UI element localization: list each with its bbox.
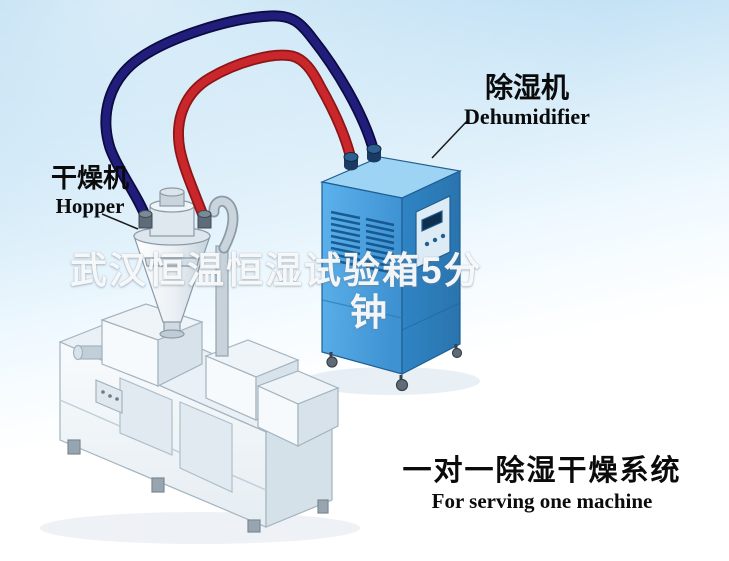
hopper-label-cn: 干燥机	[50, 163, 129, 193]
system-caption-cn: 一对一除湿干燥系统	[402, 455, 682, 487]
dehumidifier-fitting-red	[343, 152, 359, 171]
air-hoses	[100, 10, 380, 224]
caster-wheels	[326, 344, 463, 392]
watermark-line-1: 武汉恒温恒湿试验箱5分	[70, 250, 483, 291]
hopper-stem-flange	[159, 329, 185, 339]
suction-pipe	[208, 195, 239, 357]
dehumidifier-unit	[319, 156, 463, 392]
hopper-fitting-red	[197, 210, 212, 229]
watermark-line-2: 钟	[350, 292, 389, 333]
heater-box-2	[256, 370, 340, 447]
pointer-line-dehumidifier	[431, 119, 469, 159]
system-caption-en: For serving one machine	[431, 489, 653, 513]
dehumidifier-side-seam	[401, 302, 461, 331]
extruder-shadow	[40, 512, 360, 544]
pointer-line-hopper	[101, 213, 139, 230]
extruder-panel-1	[119, 377, 173, 456]
extruder-panel-2	[179, 401, 233, 493]
dehumidifier-fitting-navy	[366, 144, 382, 163]
vent-grille-left	[330, 210, 361, 268]
extruder-control-panel	[95, 379, 123, 414]
hopper-clamp-band	[144, 257, 200, 267]
hopper-fitting-navy	[138, 210, 153, 229]
dehumidifier-label-en: Dehumidifier	[464, 104, 590, 130]
dehumidifier-label-cn: 除湿机	[484, 72, 569, 103]
extruder-machine	[58, 303, 340, 533]
dehumidifier-shadow	[304, 367, 480, 395]
hopper-label: 干燥机 Hopper	[40, 163, 140, 219]
red-air-hose	[174, 51, 355, 222]
dehumidifier-door-seam	[321, 299, 403, 319]
die-nozzle	[72, 344, 103, 361]
dehumidifier-control-panel	[415, 195, 451, 269]
vent-grille-right	[365, 217, 395, 275]
extruder-feet	[67, 439, 329, 533]
system-caption: 一对一除湿干燥系统 For serving one machine	[396, 454, 688, 515]
hopper-label-en: Hopper	[55, 193, 125, 218]
dehumidifier-label: 除湿机 Dehumidifier	[452, 72, 602, 131]
hose-fittings	[138, 144, 382, 229]
hopper-motor-cap	[159, 187, 185, 207]
navy-air-hose	[102, 12, 378, 222]
